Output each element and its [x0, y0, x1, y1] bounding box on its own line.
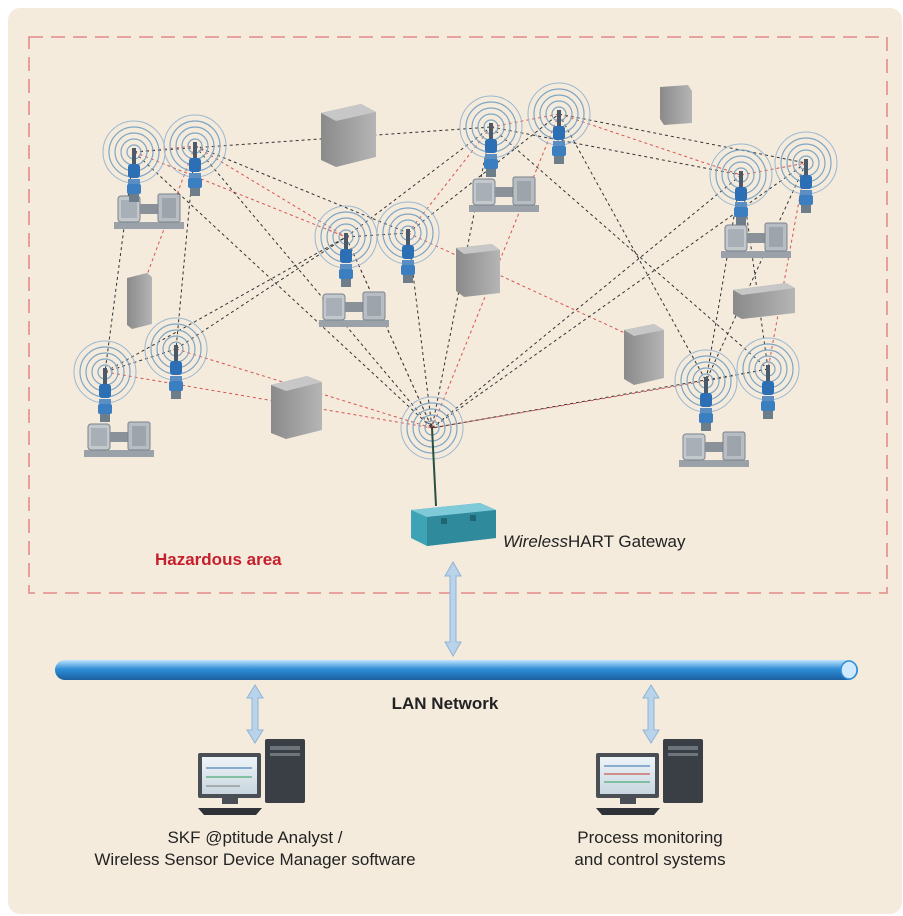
- obstacle-block-icon: [321, 104, 376, 167]
- double-arrow-icon: [444, 560, 462, 658]
- obstacle-block-icon: [456, 244, 500, 297]
- workstation-process-line2: and control systems: [574, 850, 726, 869]
- hazardous-area-label: Hazardous area: [155, 550, 282, 569]
- sensor-icon: [376, 201, 440, 284]
- gateway-label-rest: HART Gateway: [568, 532, 686, 551]
- workstation-process-line1: Process monitoring: [577, 828, 723, 847]
- obstacle-block-icon: [660, 85, 692, 125]
- workstation-icon: [596, 739, 703, 815]
- gateway-antenna-rings: [400, 396, 464, 507]
- machine-icon: [720, 222, 792, 259]
- sensor-icon: [709, 143, 773, 226]
- double-arrow-icon: [642, 684, 660, 744]
- workstation-analyst-label: SKF @ptitude Analyst / Wireless Sensor D…: [40, 827, 470, 871]
- sensor-icon: [459, 95, 523, 178]
- obstacle-block-icon: [127, 273, 152, 329]
- machine-icon: [113, 193, 185, 230]
- lan-network-label: LAN Network: [391, 694, 499, 713]
- machine-icon: [318, 291, 390, 328]
- double-arrow-icon: [246, 684, 264, 744]
- sensor-icon: [73, 340, 137, 423]
- workstation-analyst-line1: SKF @ptitude Analyst /: [167, 828, 343, 847]
- workstation-process-label: Process monitoring and control systems: [520, 827, 780, 871]
- machine-icon: [468, 176, 540, 213]
- machine-icon: [678, 431, 750, 468]
- mesh-links-black: [104, 113, 807, 429]
- gateway-icon: [411, 503, 496, 546]
- sensor-icon: [527, 82, 591, 165]
- gateway-label-italic: Wireless: [503, 532, 569, 551]
- obstacle-block-icon: [271, 376, 322, 439]
- sensor-icon: [163, 114, 227, 197]
- sensor-icon: [736, 337, 800, 420]
- gateway-label: WirelessHART Gateway: [503, 531, 686, 553]
- workstation-analyst-line2: Wireless Sensor Device Manager software: [94, 850, 416, 869]
- background-panel: [8, 8, 902, 914]
- lan-bus: [55, 660, 858, 680]
- workstation-icon: [198, 739, 305, 815]
- sensor-icon: [144, 317, 208, 400]
- sensor-icon: [774, 131, 838, 214]
- hazardous-area-border: [28, 36, 888, 594]
- sensor-icon: [102, 120, 166, 203]
- sensor-icon: [674, 349, 738, 432]
- obstacle-block-icon: [733, 283, 795, 319]
- machine-icon: [83, 421, 155, 458]
- obstacle-block-icon: [624, 324, 664, 385]
- sensor-icon: [314, 205, 378, 288]
